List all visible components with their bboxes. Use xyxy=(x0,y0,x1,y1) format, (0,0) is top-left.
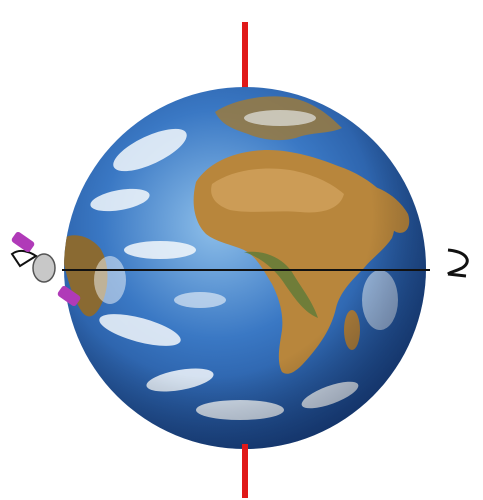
satellite-body xyxy=(33,254,55,282)
orbit-arrow-right xyxy=(448,250,467,274)
globe xyxy=(64,87,426,449)
satellite-panel-top xyxy=(11,231,36,253)
